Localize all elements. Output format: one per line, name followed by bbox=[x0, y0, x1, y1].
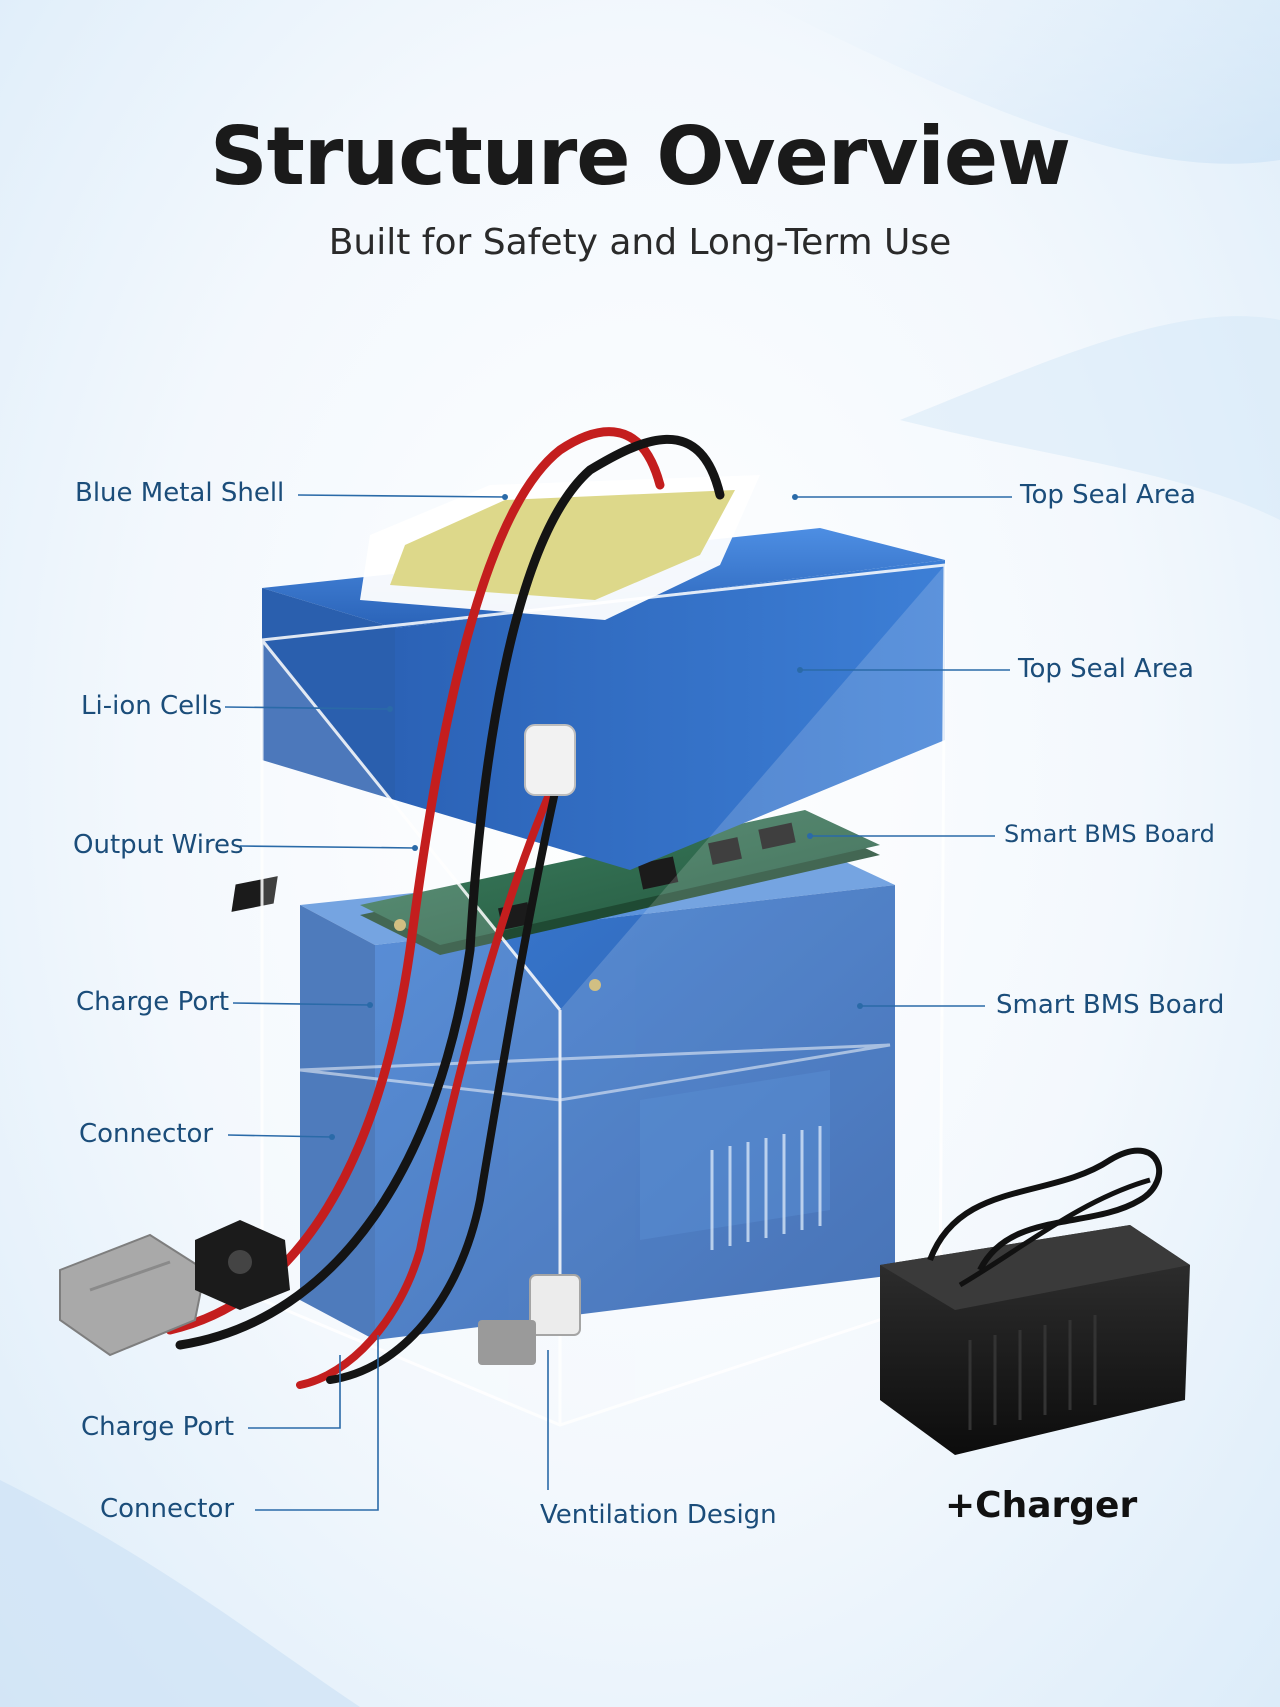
charger-label: +Charger bbox=[945, 1485, 1138, 1526]
output-wires bbox=[165, 427, 725, 1389]
label-li-ion-cells: Li-ion Cells bbox=[81, 691, 223, 721]
charge-port-plug bbox=[195, 1220, 290, 1310]
label-top-seal-area-2: Top Seal Area bbox=[1018, 654, 1194, 684]
label-connector-lower: Connector bbox=[100, 1494, 235, 1524]
top-seal bbox=[360, 475, 760, 620]
label-charge-port: Charge Port bbox=[76, 987, 230, 1017]
label-top-seal-area: Top Seal Area bbox=[1020, 480, 1196, 510]
label-blue-metal-shell: Blue Metal Shell bbox=[75, 478, 285, 508]
label-smart-bms-board: Smart BMS Board bbox=[1004, 820, 1215, 848]
charger bbox=[880, 1147, 1190, 1455]
page-subtitle: Built for Safety and Long-Term Use bbox=[328, 222, 952, 263]
label-charge-port-lower: Charge Port bbox=[81, 1412, 235, 1442]
anderson-connector bbox=[59, 1233, 207, 1357]
label-smart-bms-board-2: Smart BMS Board bbox=[996, 990, 1225, 1020]
leader-dots bbox=[329, 494, 863, 1140]
label-connector: Connector bbox=[79, 1119, 214, 1149]
transparent-case bbox=[260, 563, 947, 1427]
page-title: Structure Overview bbox=[209, 110, 1071, 203]
ventilation-slots bbox=[710, 1126, 822, 1250]
label-output-wires: Output Wires bbox=[73, 830, 244, 860]
label-ventilation-design: Ventilation Design bbox=[540, 1500, 777, 1530]
wire-clip bbox=[524, 724, 576, 796]
side-charge-port bbox=[478, 1274, 581, 1365]
case-glass bbox=[262, 565, 945, 1425]
leader-lines bbox=[224, 494, 1012, 1511]
